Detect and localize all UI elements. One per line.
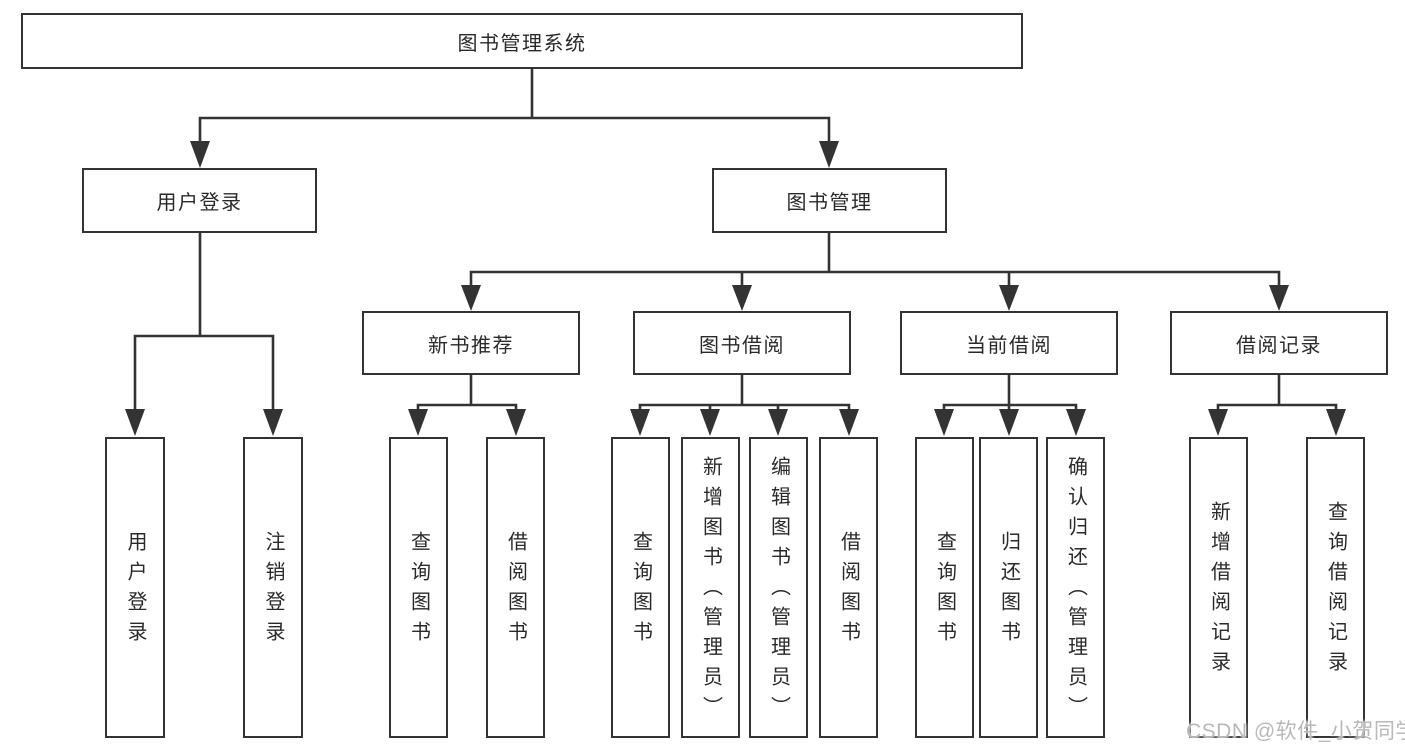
- node-borrowing-records: 借阅记录: [1170, 311, 1388, 375]
- leaf-add-borrow-record: 新增借阅记录: [1189, 437, 1248, 738]
- leaf-add-book-admin: 新增图书（管理员）: [681, 437, 740, 738]
- leaf-query-books-borrowing: 查询图书: [611, 437, 670, 738]
- watermark: CSDN @软件_小贺同学: [1186, 720, 1405, 743]
- leaf-borrow-books-recommend: 借阅图书: [486, 437, 545, 738]
- leaf-confirm-return-admin: 确认归还（管理员）: [1046, 437, 1105, 738]
- leaf-borrow-books-borrowing: 借阅图书: [819, 437, 878, 738]
- leaf-user-login: 用户登录: [105, 437, 165, 738]
- leaf-return-books: 归还图书: [979, 437, 1038, 738]
- node-book-management: 图书管理: [712, 168, 947, 233]
- leaf-edit-book-admin: 编辑图书（管理员）: [749, 437, 808, 738]
- node-new-book-recommend: 新书推荐: [362, 311, 580, 375]
- leaf-logout: 注销登录: [243, 437, 303, 738]
- node-book-borrowing: 图书借阅: [633, 311, 851, 375]
- node-current-borrowing: 当前借阅: [900, 311, 1118, 375]
- node-library-system: 图书管理系统: [21, 13, 1023, 69]
- leaf-query-borrow-record: 查询借阅记录: [1306, 437, 1365, 738]
- leaf-query-books-current: 查询图书: [915, 437, 974, 738]
- node-user-login: 用户登录: [82, 168, 317, 233]
- leaf-query-books-recommend: 查询图书: [389, 437, 448, 738]
